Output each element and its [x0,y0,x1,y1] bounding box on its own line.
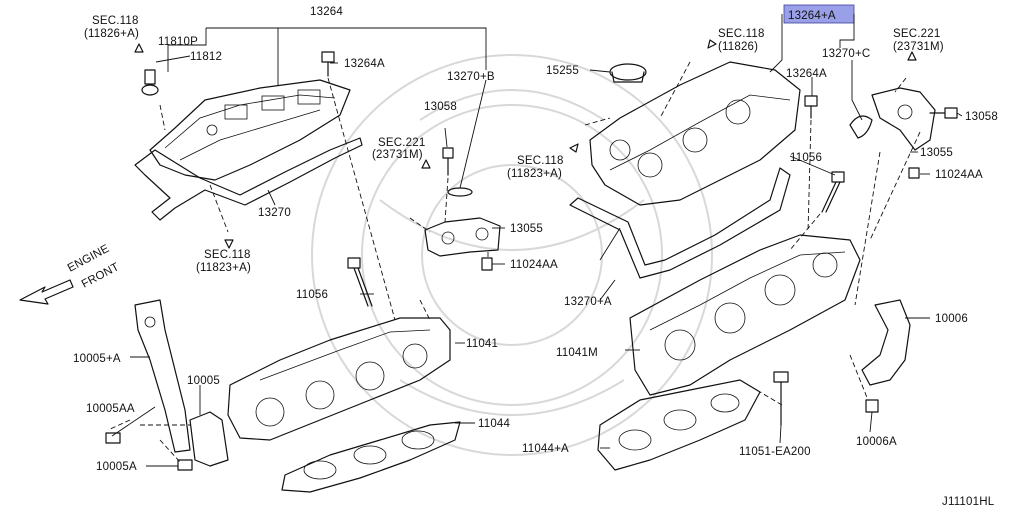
label-11041M: 11041M [556,347,598,359]
label-sec221-right-sub: (23731M) [893,41,944,53]
label-11812: 11812 [190,51,222,63]
engine-front-arrow [19,279,74,305]
label-13264A-right: 13264A [786,68,827,80]
bolt-13058-left[interactable] [442,147,454,176]
label-10006A: 10006A [856,436,897,448]
label-13055-right: 13055 [920,147,953,159]
label-11044A: 11044+A [522,443,569,455]
label-13058-right: 13058 [965,111,998,123]
o-ring-13270B[interactable] [447,187,473,197]
label-sec118-left-bottom: SEC.118 [204,249,251,261]
label-10006: 10006 [935,313,968,325]
label-sec221-right: SEC.221 [893,28,940,40]
label-13264-plus-A: 13264+A [788,10,836,22]
rocker-gasket-left[interactable] [134,137,363,221]
bolt-13264A-right[interactable] [804,95,818,119]
diagram-code: J11101HL [942,496,995,508]
label-sec118-left-top-sub: (11826+A) [84,28,139,40]
head-bolt-11056-right[interactable] [821,171,845,213]
lifting-bracket-10006[interactable] [861,299,911,386]
label-sec221-left: SEC.221 [378,137,425,149]
label-sec118-left-top: SEC.118 [92,15,139,27]
cylinder-head-left[interactable] [227,317,451,441]
label-11024AA-left: 11024AA [510,259,558,271]
lifting-bracket-10005A[interactable] [134,299,191,453]
label-11024AA-right: 11024AA [935,169,983,181]
lifting-bracket-10005[interactable] [189,411,229,467]
leader-lines [111,14,963,467]
label-sec221-left-sub: (23731M) [372,149,423,161]
label-11044: 11044 [478,418,511,430]
label-sec118-right-top-sub: (11826) [718,41,758,53]
head-bolt-11056-left[interactable] [347,257,373,307]
sensor-11024AA-left[interactable] [481,257,493,271]
label-10005A: 10005A [96,461,137,473]
o-ring-13270C[interactable] [849,115,873,139]
label-sec118-left-bottom-sub: (11823+A) [196,262,251,274]
label-11810P: 11810P [158,36,198,48]
rocker-cover-right[interactable] [589,61,801,206]
head-gasket-right[interactable] [597,379,761,471]
label-11056-right: 11056 [790,152,822,164]
label-13264A-left: 13264A [344,58,385,70]
timing-solenoid-left[interactable] [424,217,501,257]
label-11041: 11041 [466,338,498,350]
label-13270B: 13270+B [447,71,495,83]
label-10005AA: 10005AA [86,403,135,415]
bolt-10005AA[interactable] [105,432,121,444]
label-sec118-right-top: SEC.118 [718,28,765,40]
pcv-valve-11810P[interactable] [141,69,159,96]
label-13055-left: 13055 [510,223,543,235]
label-13270A: 13270+A [564,296,612,308]
direction-arrows [134,39,917,249]
label-sec118-right-mid-sub: (11823+A) [507,168,562,180]
bolt-11051-EA200[interactable] [773,371,789,426]
callout-labels: SEC.118 (11826+A) 11810P 11812 13264 132… [66,6,998,508]
sensor-11024AA-right[interactable] [908,167,920,179]
timing-solenoid-right[interactable] [871,87,936,151]
label-sec118-right-mid: SEC.118 [517,155,564,167]
oil-filler-cap-15255[interactable] [609,63,647,83]
label-15255: 15255 [546,65,579,77]
label-10005: 10005 [187,375,220,387]
cylinder-head-right[interactable] [629,234,861,396]
label-11056-left: 11056 [296,289,328,301]
label-13058-left: 13058 [424,101,457,113]
watermark-emblem [311,54,713,456]
label-11051-EA200: 11051-EA200 [739,446,811,458]
head-gasket-left[interactable] [281,421,461,493]
label-13270: 13270 [258,207,291,219]
rocker-gasket-right[interactable] [569,167,791,279]
bolt-10006A[interactable] [865,399,879,413]
bolt-13264A-left[interactable] [321,51,335,77]
label-13270C: 13270+C [822,48,870,60]
dashed-assembly-lines [107,61,921,463]
bolt-10005A[interactable] [177,459,193,471]
label-10005-plus-A: 10005+A [73,353,121,365]
label-13264: 13264 [310,6,343,18]
rocker-cover-left[interactable] [149,79,351,181]
